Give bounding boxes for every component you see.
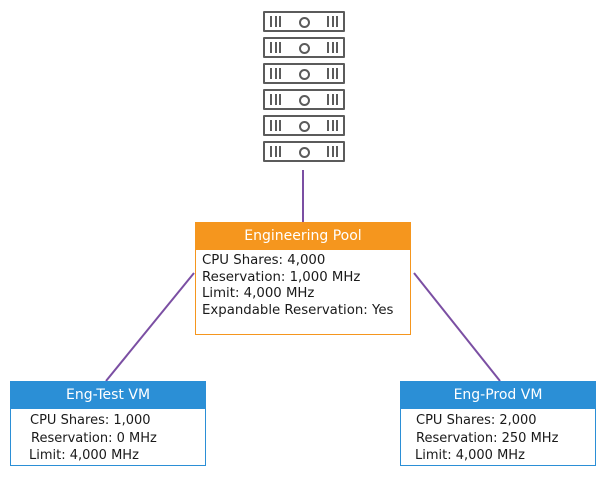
prod-vm-title: Eng-Prod VM [401,382,595,409]
pool-to-prod-vm-connector [413,272,501,382]
test-vm-cpu-shares: CPU Shares: 1,000 [30,413,151,428]
pool-title: Engineering Pool [196,223,410,250]
pool-details: CPU Shares: 4,000 Reservation: 1,000 MHz… [196,250,410,319]
prod-vm-limit: Limit: 4,000 MHz [415,448,525,463]
engineering-pool-box: Engineering Pool CPU Shares: 4,000 Reser… [195,222,411,335]
pool-expandable-reservation: Expandable Reservation: Yes [202,302,394,318]
prod-vm-cpu-shares: CPU Shares: 2,000 [416,413,537,428]
test-vm-reservation: Reservation: 0 MHz [31,430,157,446]
rack-unit [263,115,345,136]
rack-unit [263,11,345,32]
prod-vm-details: CPU Shares: 2,000 Reservation: 250 MHz L… [401,409,595,465]
rack-unit [263,89,345,110]
pool-limit: Limit: 4,000 MHz [202,286,315,301]
pool-cpu-shares: CPU Shares: 4,000 [202,253,326,268]
test-vm-title: Eng-Test VM [11,382,205,409]
test-vm-details: CPU Shares: 1,000 Reservation: 0 MHz Lim… [11,409,205,465]
eng-test-vm-box: Eng-Test VM CPU Shares: 1,000 Reservatio… [10,381,206,466]
rack-unit [263,141,345,162]
rack-unit [263,37,345,58]
eng-prod-vm-box: Eng-Prod VM CPU Shares: 2,000 Reservatio… [400,381,596,466]
prod-vm-reservation: Reservation: 250 MHz [416,430,559,446]
pool-to-test-vm-connector [105,272,195,382]
test-vm-limit: Limit: 4,000 MHz [29,448,139,463]
pool-reservation: Reservation: 1,000 MHz [202,269,361,285]
rack-unit [263,63,345,84]
